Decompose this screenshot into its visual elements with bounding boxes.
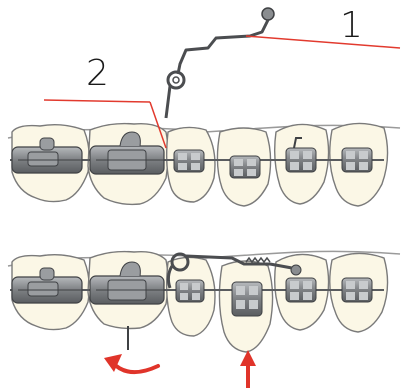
callout-number-1: 1: [340, 5, 363, 46]
leader-line-1: [245, 35, 401, 49]
top-bracket-premolar-2: [229, 155, 261, 179]
top-bracket-incisor: [341, 147, 373, 173]
top-bracket-canine: [285, 137, 317, 173]
top-arch: [7, 7, 401, 207]
top-bracket-premolar-1: [173, 149, 205, 173]
bottom-bracket-premolar-2: [231, 281, 263, 317]
bottom-bracket-canine: [285, 264, 317, 303]
leader-line-2: [43, 99, 151, 103]
top-molar-band-1: [11, 137, 83, 174]
curved-arrow-icon: [104, 326, 160, 374]
bottom-arch: [7, 250, 401, 388]
up-arrow-icon: [240, 350, 256, 388]
bottom-molar-band-2: [89, 261, 165, 305]
bottom-bracket-incisor: [341, 277, 373, 303]
activated-spring: [166, 252, 293, 289]
bottom-bracket-premolar-1: [175, 279, 205, 303]
cantilever-spring: [164, 7, 275, 119]
callout-number-2: 2: [86, 53, 109, 94]
bottom-molar-band-1: [11, 267, 83, 304]
leader-line-2b: [149, 101, 167, 149]
top-molar-band-2: [89, 131, 165, 175]
